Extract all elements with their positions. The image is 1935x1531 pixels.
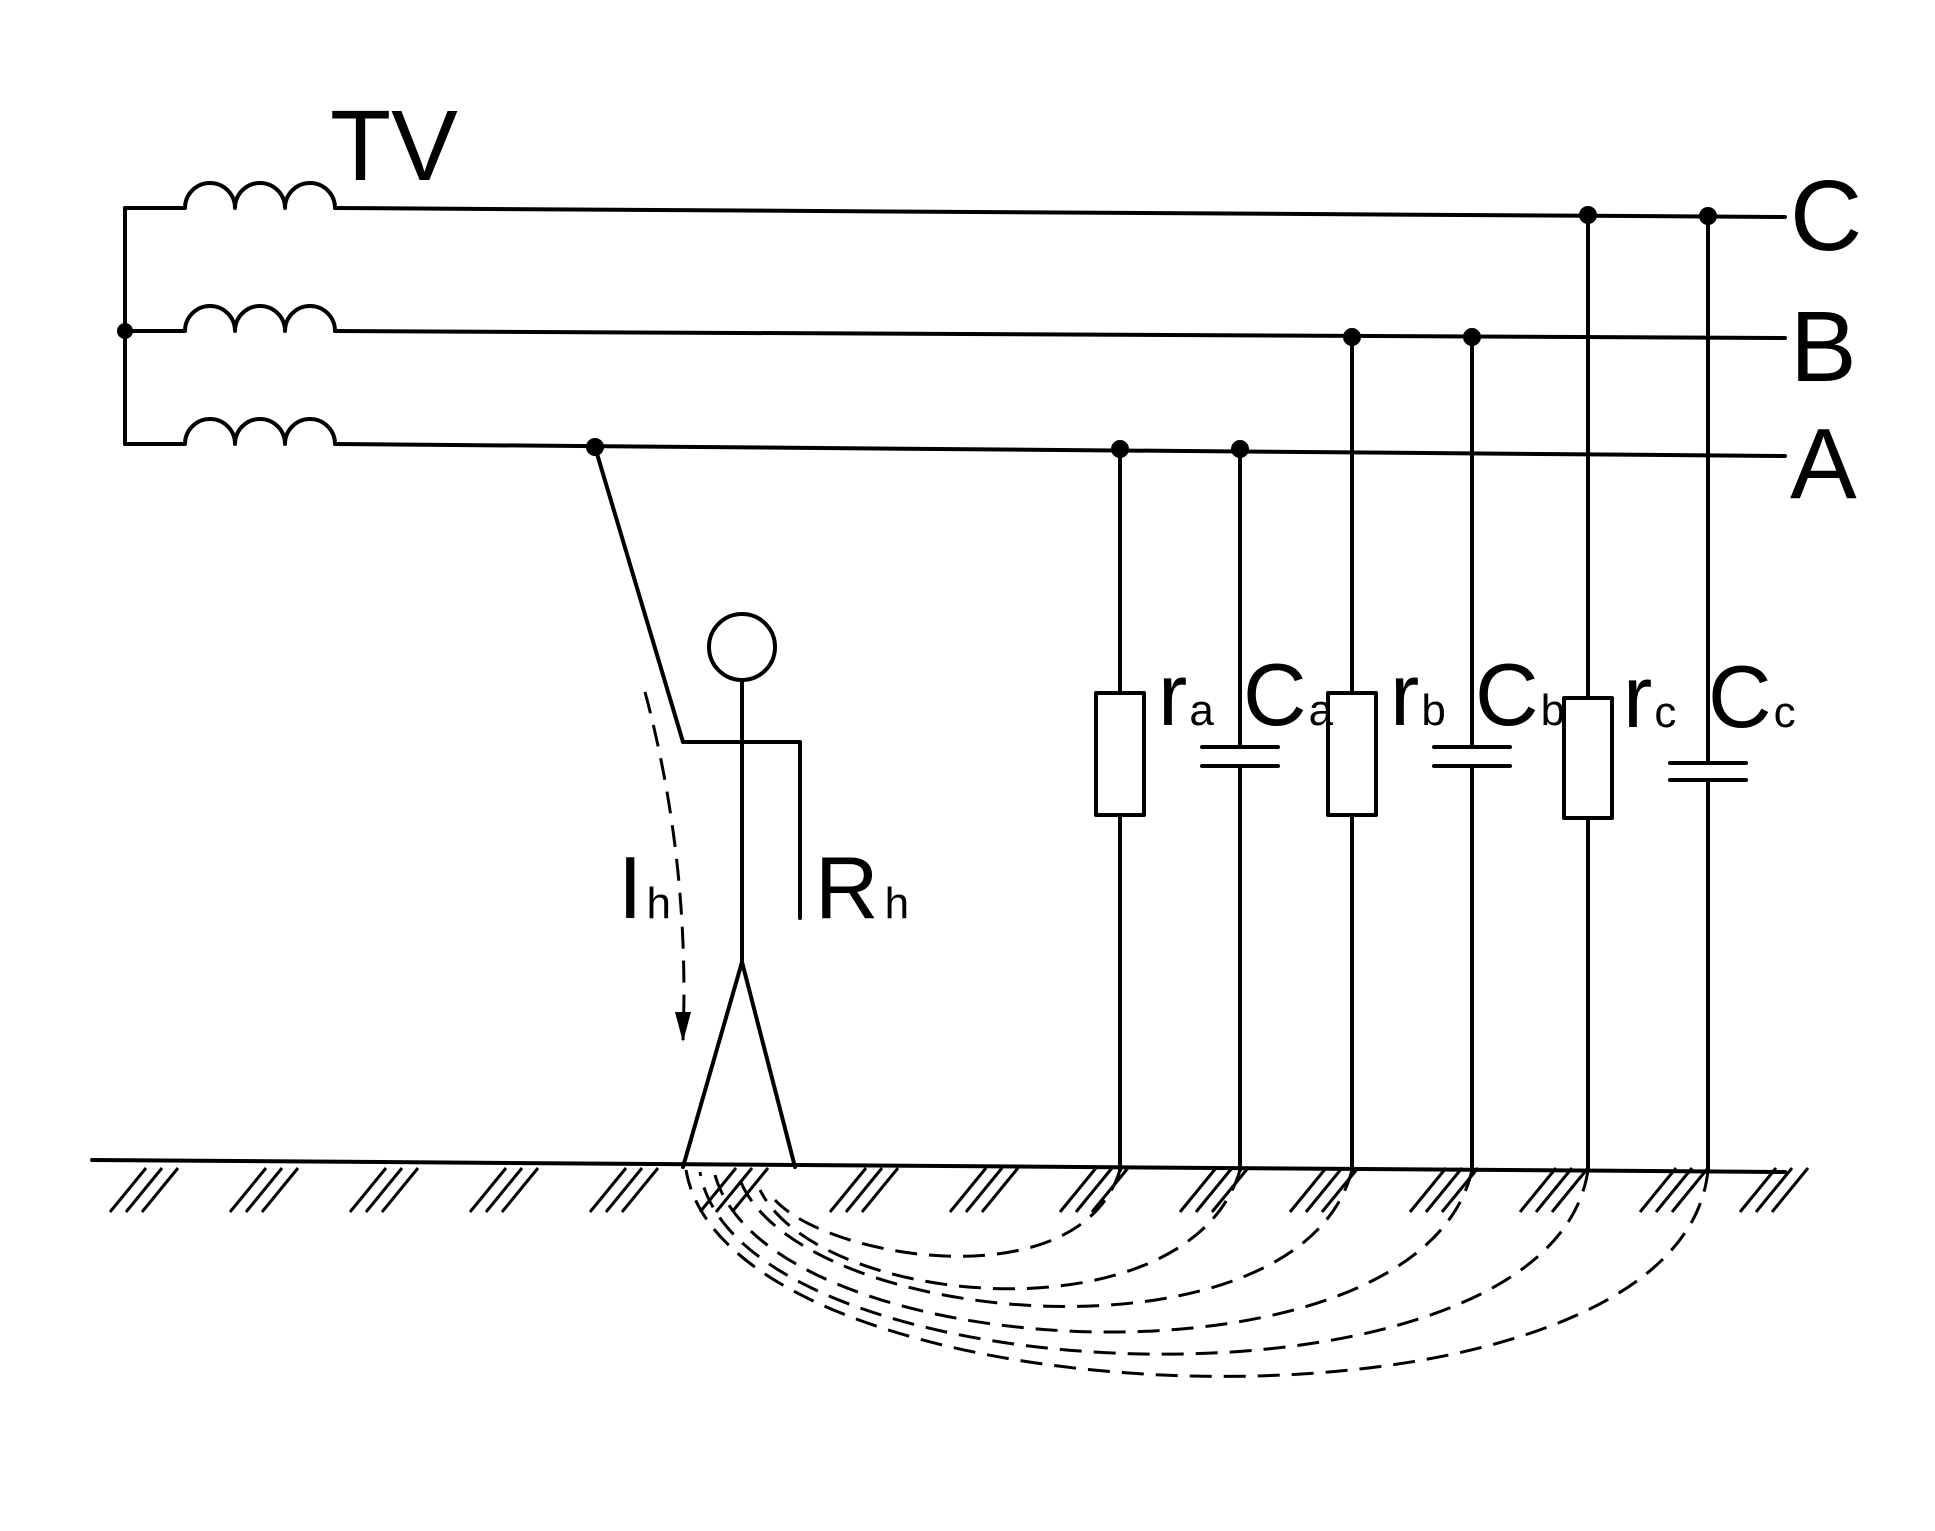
branch-c: rc Cc xyxy=(1562,206,1796,1172)
winding-a xyxy=(123,417,337,446)
ground-hatch-mark xyxy=(364,1167,404,1213)
label-rc: rc xyxy=(1623,647,1676,746)
earth-path-2 xyxy=(758,1169,1242,1291)
ground-hatch-mark xyxy=(1738,1167,1778,1213)
current-arrow-path xyxy=(643,691,686,1041)
ground-hatch-mark xyxy=(468,1167,508,1213)
fault-conductor xyxy=(586,438,802,920)
branch-b: rb Cb xyxy=(1326,328,1565,1172)
earth-path-1 xyxy=(773,1169,1122,1258)
ground-hatch-mark xyxy=(124,1167,164,1213)
ground-hatch-mark xyxy=(228,1167,268,1213)
ground-hatch-mark xyxy=(108,1167,148,1213)
ground-hatch-mark xyxy=(1670,1167,1710,1213)
resistor-rb xyxy=(1326,691,1378,817)
ground-hatch-mark xyxy=(844,1167,884,1213)
human-legs xyxy=(681,960,797,1169)
ground-hatch-mark xyxy=(1550,1167,1590,1213)
ground-hatch-mark xyxy=(1534,1167,1574,1213)
ground-hatch-mark xyxy=(1074,1167,1114,1213)
ground-hatch-mark xyxy=(1304,1167,1344,1213)
earth-path-3 xyxy=(738,1169,1354,1308)
phase-label-c: C xyxy=(1790,160,1862,272)
neutral-node xyxy=(117,323,133,339)
transformer-label: TV xyxy=(330,90,458,202)
ground-hatch-mark xyxy=(1424,1167,1464,1213)
ground-hatch-mark xyxy=(860,1167,900,1213)
ground-hatch-mark xyxy=(484,1167,524,1213)
winding-b xyxy=(123,304,337,333)
ground-hatch-mark xyxy=(1408,1167,1448,1213)
phase-lines: C B A xyxy=(333,160,1862,520)
ground-hatch-mark xyxy=(948,1167,988,1213)
ground-hatch-mark xyxy=(1288,1167,1328,1213)
ground-hatch-mark xyxy=(1058,1167,1098,1213)
transformer-tv: TV xyxy=(117,90,458,446)
resistor-ra xyxy=(1094,691,1146,817)
branch-a: ra Ca xyxy=(1094,440,1334,1172)
ground-hatch-mark xyxy=(604,1167,644,1213)
fault-wire xyxy=(593,445,802,920)
ground-hatch-mark xyxy=(140,1167,180,1213)
capacitor-cb xyxy=(1432,745,1512,768)
earth-current-paths xyxy=(684,1169,1710,1378)
phase-label-a: A xyxy=(1790,408,1857,520)
ground-hatch-mark xyxy=(1178,1167,1218,1213)
ground-hatch-mark xyxy=(964,1167,1004,1213)
label-cb: Cb xyxy=(1475,645,1565,744)
label-ca: Ca xyxy=(1243,645,1334,744)
ground-hatch-mark xyxy=(244,1167,284,1213)
ground-hatch-mark xyxy=(1638,1167,1678,1213)
ground-hatch-mark xyxy=(588,1167,628,1213)
ground-hatch-mark xyxy=(1320,1167,1360,1213)
phase-line-c xyxy=(333,206,1787,219)
phase-label-b: B xyxy=(1790,291,1857,403)
ground-hatch-mark xyxy=(980,1167,1020,1213)
ground-hatch-mark xyxy=(1770,1167,1810,1213)
ground-hatch-mark xyxy=(1654,1167,1694,1213)
ground-hatch-mark xyxy=(698,1167,738,1213)
ground xyxy=(90,1158,1810,1213)
earth-path-6 xyxy=(684,1169,1710,1378)
current-label: Ih xyxy=(618,838,671,937)
ground-hatch-mark xyxy=(1090,1167,1130,1213)
label-cc: Cc xyxy=(1708,647,1796,746)
human-head xyxy=(707,612,777,682)
label-ra: ra xyxy=(1158,645,1214,744)
ground-hatch-mark xyxy=(260,1167,300,1213)
ground-hatching xyxy=(108,1167,1810,1213)
phase-line-a xyxy=(333,442,1787,458)
earth-path-4 xyxy=(713,1169,1474,1334)
current-arrowhead-icon xyxy=(675,1012,691,1042)
ground-hatch-mark xyxy=(1210,1167,1250,1213)
winding-c xyxy=(123,181,337,210)
ground-hatch-mark xyxy=(1754,1167,1794,1213)
phase-line-b xyxy=(333,329,1787,340)
earth-path-5 xyxy=(698,1169,1590,1356)
ground-hatch-mark xyxy=(1194,1167,1234,1213)
capacitor-cc xyxy=(1668,761,1748,782)
ground-hatch-mark xyxy=(380,1167,420,1213)
label-rb: rb xyxy=(1390,645,1446,744)
ground-hatch-mark xyxy=(730,1167,770,1213)
ground-hatch-mark xyxy=(620,1167,660,1213)
ground-line xyxy=(90,1158,1787,1174)
leakage-branches: ra Ca rb Cb xyxy=(1094,206,1796,1172)
resistor-rc xyxy=(1562,696,1614,820)
capacitor-ca xyxy=(1200,745,1280,768)
ground-hatch-mark xyxy=(714,1167,754,1213)
ground-hatch-mark xyxy=(828,1167,868,1213)
ground-hatch-mark xyxy=(1518,1167,1558,1213)
ground-hatch-mark xyxy=(500,1167,540,1213)
ground-hatch-mark xyxy=(348,1167,388,1213)
